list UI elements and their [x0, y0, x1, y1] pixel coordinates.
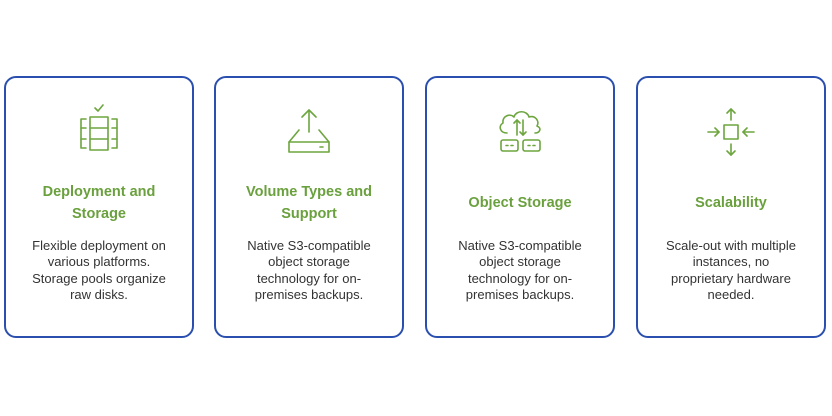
card-object-storage: Object Storage Native S3-compatible obje… [425, 76, 615, 338]
card-title: Object Storage [468, 195, 572, 211]
card-description: Native S3-compatible object storage tech… [458, 238, 582, 302]
card-description: Native S3-compatible object storage tech… [247, 238, 371, 302]
card-volume-types: Volume Types and Support Native S3-compa… [214, 76, 404, 338]
scale-arrows-icon [638, 100, 824, 164]
card-title: Volume Types and Support [246, 184, 372, 222]
card-title: Deployment and Storage [42, 184, 156, 222]
card-deployment-storage: Deployment and Storage Flexible deployme… [4, 76, 194, 338]
cloud-sync-storage-icon [427, 100, 613, 164]
card-description: Flexible deployment on various platforms… [32, 238, 166, 302]
upload-drive-icon [216, 100, 402, 164]
server-rack-check-icon [6, 100, 192, 164]
card-title: Scalability [695, 195, 767, 211]
card-description: Scale-out with multiple instances, no pr… [665, 238, 797, 302]
card-scalability: Scalability Scale-out with multiple inst… [636, 76, 826, 338]
